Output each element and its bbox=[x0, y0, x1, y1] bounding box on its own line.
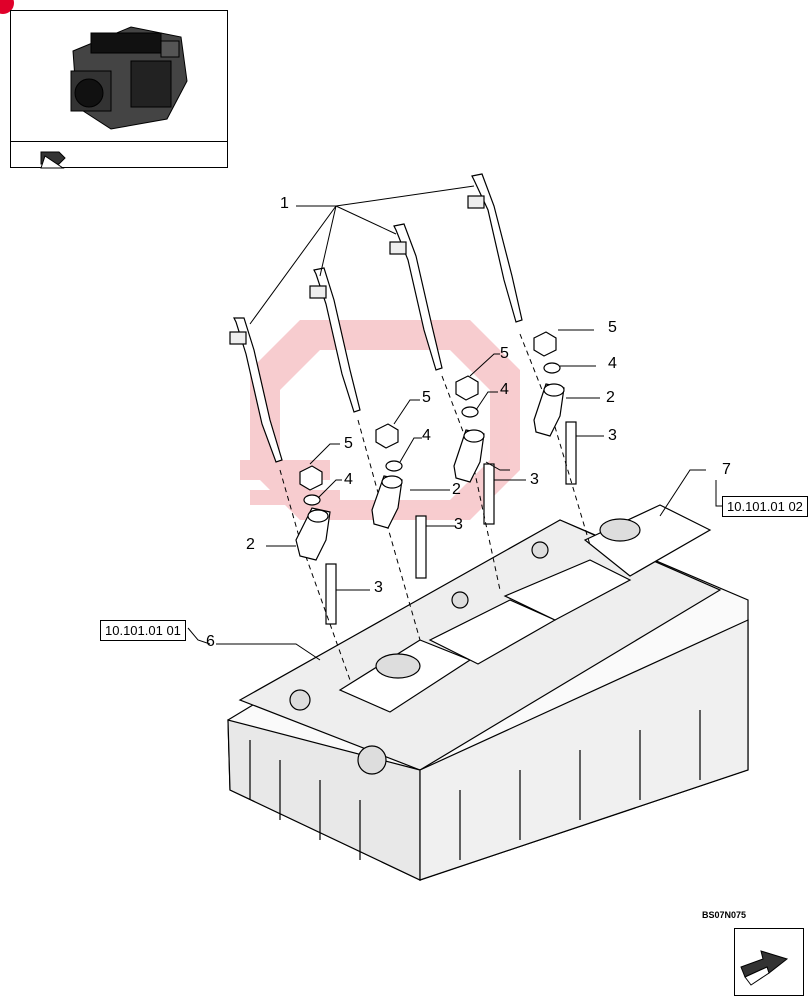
engine-thumbnail-icon bbox=[70, 26, 188, 130]
reference-box-right[interactable]: 10.101.01 02 bbox=[722, 496, 808, 517]
engine-thumbnail-frame[interactable] bbox=[10, 10, 228, 169]
callout-1: 1 bbox=[280, 195, 289, 212]
injectors bbox=[229, 173, 523, 463]
leader-lines bbox=[187, 185, 724, 661]
callout-5-d: 5 bbox=[344, 435, 353, 452]
clamps bbox=[295, 383, 565, 561]
callout-3-b: 3 bbox=[530, 471, 539, 488]
callout-3-a: 3 bbox=[608, 427, 617, 444]
callout-4-b: 4 bbox=[500, 381, 509, 398]
thumbnail-divider bbox=[11, 141, 227, 142]
callout-6: 6 bbox=[206, 633, 215, 650]
drawing-code: BS07N075 bbox=[702, 910, 747, 920]
callout-3-d: 3 bbox=[374, 579, 383, 596]
next-page-arrow-icon[interactable] bbox=[734, 928, 804, 996]
studs bbox=[325, 421, 577, 625]
reference-box-left[interactable]: 10.101.01 01 bbox=[100, 620, 186, 641]
callout-5-c: 5 bbox=[422, 389, 431, 406]
callout-2-b: 2 bbox=[452, 481, 461, 498]
callout-4-d: 4 bbox=[344, 471, 353, 488]
callout-5-b: 5 bbox=[500, 345, 509, 362]
callout-4-c: 4 bbox=[422, 427, 431, 444]
callout-2-c: 2 bbox=[246, 536, 255, 553]
cylinder-head bbox=[227, 504, 749, 881]
callout-5-a: 5 bbox=[608, 319, 617, 336]
callout-4-a: 4 bbox=[608, 355, 617, 372]
callout-2-a: 2 bbox=[606, 389, 615, 406]
callout-3-c: 3 bbox=[454, 516, 463, 533]
nuts bbox=[299, 331, 557, 491]
book-arrow-icon[interactable] bbox=[21, 146, 91, 176]
washers bbox=[303, 362, 561, 506]
callout-7: 7 bbox=[722, 461, 731, 478]
